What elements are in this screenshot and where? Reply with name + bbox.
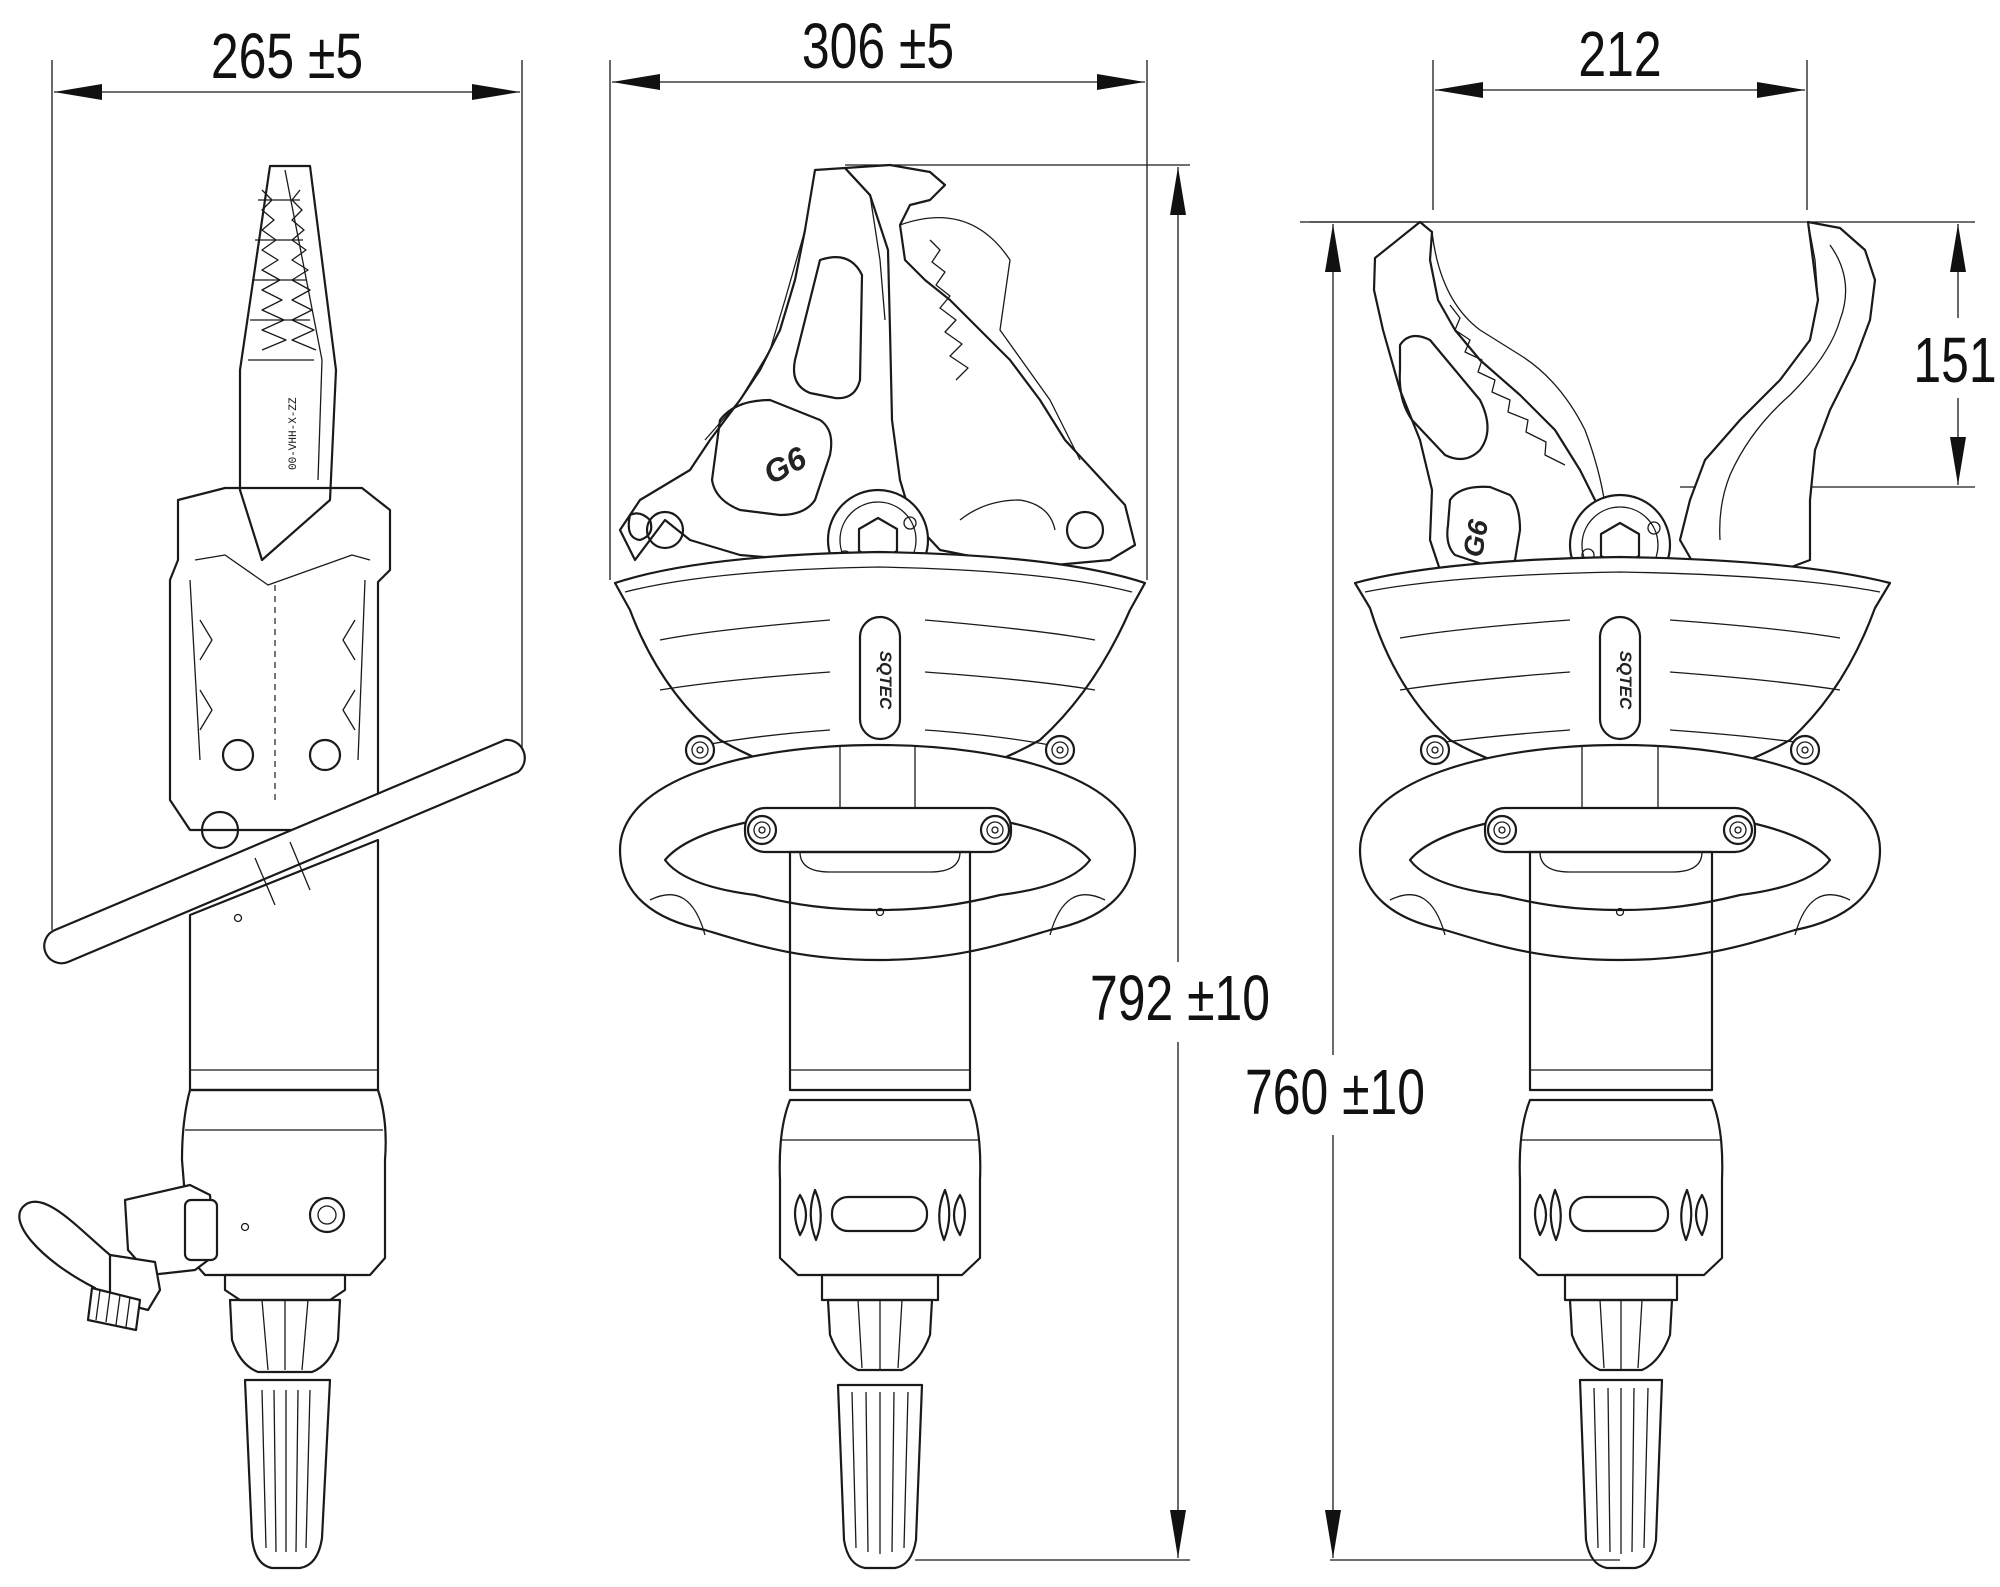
dimension-side-width: 265 ±5 <box>51 21 523 930</box>
dimension-rear-width: 212 <box>1432 19 1808 210</box>
front-view-grip <box>836 1383 924 1570</box>
rear-view-left-jaw: G6 <box>1372 220 1612 582</box>
rear-view-brand-logo: SQTEC <box>1616 651 1635 710</box>
side-view-blades: 00-VHH-X-ZZ <box>238 164 338 562</box>
side-view-grip <box>243 1378 332 1570</box>
dim-label-front-height: 792 ±10 <box>1090 963 1270 1034</box>
front-view-right-jaw <box>843 163 1137 567</box>
side-view-hose-coupling <box>18 1183 219 1332</box>
dim-label-front-width: 306 ±5 <box>802 11 954 82</box>
dim-label-jaw-opening: 151 <box>1913 325 1996 396</box>
side-view-tool: 00-VHH-X-ZZ <box>18 164 526 1570</box>
front-view-tool: G6 SQTEC <box>613 163 1147 1570</box>
dimension-front-height: 792 ±10 <box>845 164 1275 1561</box>
rear-view-tool: G6 SQTEC <box>1353 220 1892 1570</box>
rear-view-cutter-housing: SQTEC <box>1353 555 1892 787</box>
side-view-valve-block <box>180 1088 387 1277</box>
rear-view-model-badge: G6 <box>1457 517 1494 560</box>
front-view-brand-logo: SQTEC <box>876 651 895 710</box>
dim-label-rear-width: 212 <box>1578 19 1661 90</box>
rear-view-right-jaw <box>1678 220 1877 577</box>
side-view-handle-bar <box>43 738 526 965</box>
dim-label-side-width: 265 ±5 <box>211 21 363 92</box>
dimension-front-width: 306 ±5 <box>609 11 1148 580</box>
side-view-head-housing <box>168 486 392 832</box>
rear-view-grip <box>1578 1378 1664 1570</box>
dim-label-rear-height: 760 ±10 <box>1245 1057 1425 1128</box>
dimension-rear-height: 760 ±10 <box>1245 221 1620 1561</box>
front-view-cutter-housing: SQTEC <box>613 550 1147 787</box>
rear-view-valve-block <box>1518 1098 1724 1277</box>
front-view-valve-block <box>778 1098 982 1277</box>
blade-stamp: 00-VHH-X-ZZ <box>288 397 300 470</box>
dimension-jaw-opening: 151 <box>1300 221 1997 488</box>
